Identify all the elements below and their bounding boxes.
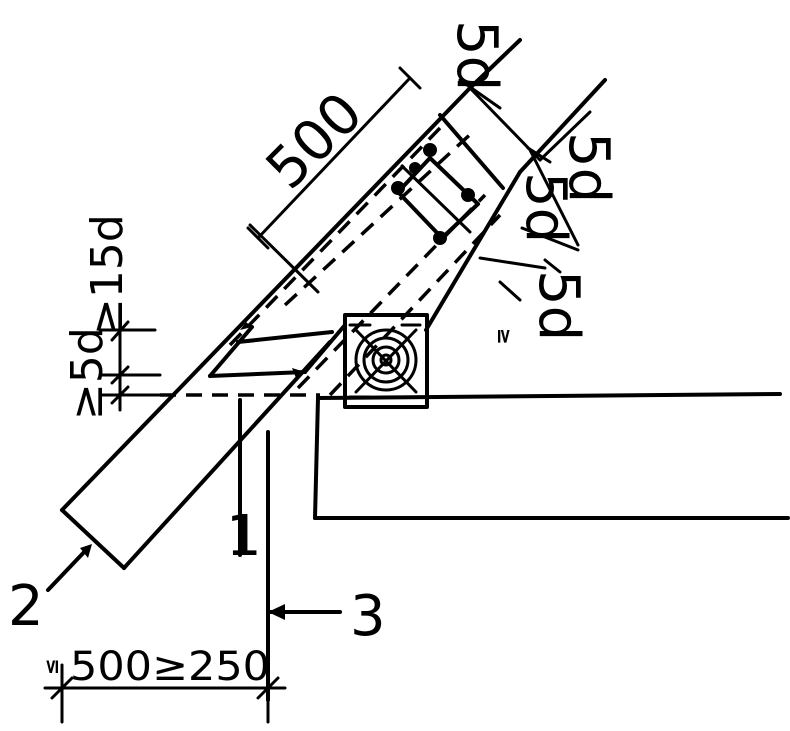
dimension-5d-set <box>458 78 592 302</box>
callout-leaders <box>46 398 342 702</box>
stirrups <box>391 143 480 245</box>
horizontal-beam <box>313 392 790 520</box>
callout-1: 1 <box>226 504 262 569</box>
label-5d-b: 5d <box>513 172 578 243</box>
label-500: 500 <box>254 80 376 202</box>
inclined-member <box>60 38 607 570</box>
label-5d-a: 5d <box>556 132 621 203</box>
dimension-bottom <box>43 663 287 724</box>
dimension-500 <box>246 66 422 294</box>
label-15d: ≥15d <box>82 214 133 335</box>
callout-3: 3 <box>350 584 386 649</box>
dimension-left-vertical <box>98 320 167 412</box>
label-bottom-ge: ≤ <box>39 658 63 675</box>
label-5d-c: 5d <box>526 270 591 341</box>
callout-2: 2 <box>8 574 44 639</box>
label-bottom-dimension: 500≥250 <box>70 644 270 690</box>
label-ge-right: ≥ <box>493 328 517 345</box>
label-5d-left: ≥5d <box>62 327 113 420</box>
anchorage-bar <box>208 322 347 378</box>
label-5d-top: 5d <box>444 20 509 91</box>
